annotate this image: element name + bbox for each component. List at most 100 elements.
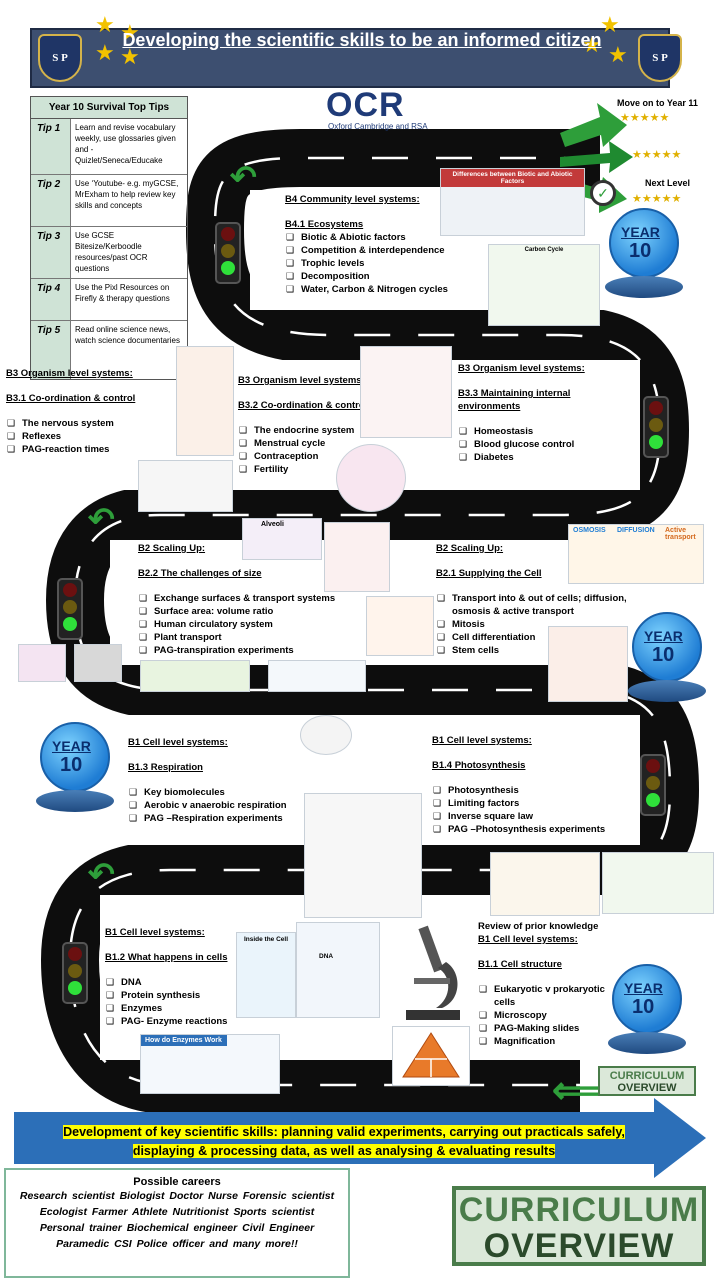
tips-heading: Year 10 Survival Top Tips — [31, 97, 187, 119]
banner-line-1: Development of key scientific skills: pl… — [63, 1125, 625, 1139]
image-caption: Alveoli — [261, 521, 284, 528]
traffic-light-icon — [62, 942, 88, 1004]
section-b1-1: Review of prior knowledge B1 Cell level … — [478, 920, 610, 1048]
topic-item: Magnification — [478, 1035, 610, 1048]
topic-item: Enzymes — [105, 1002, 245, 1015]
badge-year: YEAR — [621, 224, 660, 240]
topic-item: DNA — [105, 976, 245, 989]
section-heading: B2 Scaling Up: — [436, 543, 504, 554]
image-caption: Carbon Cycle — [524, 247, 564, 253]
topic-item: Stem cells — [436, 644, 646, 657]
badge-number: 10 — [652, 644, 675, 666]
topic-item: Surface area: volume ratio — [138, 605, 378, 618]
star-icon: ★ — [95, 40, 115, 65]
badge-number: 10 — [632, 996, 655, 1018]
curriculum-line1: CURRICULUM — [458, 1191, 700, 1229]
topic-item: Plant transport — [138, 631, 378, 644]
villi-micrograph-image — [74, 644, 122, 682]
topic-item: Mitosis — [436, 618, 646, 631]
tip-label: Tip 5 — [31, 321, 71, 379]
topic-item: Key biomolecules — [128, 786, 328, 799]
badge-year: YEAR — [52, 738, 91, 754]
section-subheading: B1.2 What happens in cells — [105, 952, 228, 963]
year-10-badge: YEAR 10 — [628, 612, 708, 712]
topic-item: Contraception — [238, 450, 388, 463]
curriculum-line2: OVERVIEW — [483, 1227, 675, 1265]
rating-stars: ★★★★★ — [632, 149, 682, 161]
topic-item: Inverse square law — [432, 810, 622, 823]
careers-box: Possible careers Research scientist Biol… — [4, 1168, 350, 1278]
section-b4: B4 Community level systems: B4.1 Ecosyst… — [285, 193, 465, 296]
stem-cells-image — [548, 626, 628, 702]
topic-item: Reflexes — [6, 430, 166, 443]
respirometer-image — [304, 793, 422, 918]
badge-year: YEAR — [624, 980, 663, 996]
traffic-light-icon — [57, 578, 83, 640]
badge-number: 10 — [60, 754, 83, 776]
microscope-icon — [392, 922, 474, 1022]
curriculum-line2: OVERVIEW — [617, 1082, 677, 1094]
endocrine-glands-image — [360, 346, 452, 438]
section-b1-3: B1 Cell level systems: B1.3 Respiration … — [128, 736, 328, 825]
topic-item: PAG-reaction times — [6, 443, 166, 456]
traffic-light-icon — [640, 754, 666, 816]
star-icon: ★ — [608, 42, 628, 67]
section-subheading: B2.2 The challenges of size — [138, 568, 262, 579]
neuron-cells-image — [366, 596, 434, 656]
section-b1-2: B1 Cell level systems: B1.2 What happens… — [105, 926, 245, 1028]
image-caption: DNA — [319, 953, 334, 960]
section-subheading: B1.1 Cell structure — [478, 959, 562, 970]
badge-number: 10 — [629, 240, 652, 262]
section-subheading: B3.1 Co-ordination & control — [6, 393, 136, 404]
ocr-logo-subtitle: Oxford Cambridge and RSA — [328, 122, 428, 131]
move-on-label: Move on to Year 11 — [617, 98, 698, 108]
next-level-label: Next Level — [645, 178, 691, 188]
topic-item: Aerobic v anaerobic respiration — [128, 799, 328, 812]
image-caption: How do Enzymes Work — [141, 1035, 227, 1046]
page-title: Learning Journey Map –Y10 biology combin… — [177, 5, 553, 24]
careers-list: Research scientist Biologist Doctor Nurs… — [19, 1190, 335, 1250]
star-icon: ★ — [120, 20, 140, 45]
rating-stars: ★★★★★ — [620, 112, 670, 124]
section-b1-4: B1 Cell level systems: B1.4 Photosynthes… — [432, 734, 622, 836]
star-icon: ★ — [95, 12, 115, 37]
curriculum-overview-link-small[interactable]: CURRICULUM OVERVIEW — [598, 1066, 696, 1096]
section-subheading: B1.4 Photosynthesis — [432, 760, 526, 771]
carbon-cycle-image: Carbon Cycle — [488, 244, 600, 326]
tip-label: Tip 3 — [31, 227, 71, 278]
section-heading: B4 Community level systems: — [285, 194, 420, 205]
school-crest-left: S P — [38, 34, 82, 82]
menstrual-cycle-image — [336, 444, 406, 512]
page-subtitle: Developing the scientific skills to be a… — [122, 30, 602, 50]
tip-text: Use GCSE Bitesize/Kerboodle resources/pa… — [75, 231, 148, 273]
section-heading: B1 Cell level systems: — [128, 737, 228, 748]
ocr-logo: OCR — [326, 86, 405, 124]
topic-item: PAG- Enzyme reactions — [105, 1015, 245, 1028]
image-caption: Active transport — [665, 527, 696, 541]
inside-cell-image: Inside the Cell — [236, 932, 296, 1018]
topic-item: Human circulatory system — [138, 618, 378, 631]
topic-item: Diabetes — [458, 451, 618, 464]
topic-item: Transport into & out of cells; diffusion… — [436, 592, 646, 618]
plant-transport-image — [140, 660, 250, 692]
banner-line-2: displaying & processing data, as well as… — [132, 1144, 556, 1158]
topic-item: Exchange surfaces & transport systems — [138, 592, 378, 605]
section-subheading: B3.3 Maintaining internal environments — [458, 388, 571, 412]
curriculum-line1: CURRICULUM — [609, 1070, 685, 1082]
curriculum-overview-link[interactable]: CURRICULUM OVERVIEW — [452, 1186, 706, 1266]
tip-text: Use the Pixl Resources on Firefly & ther… — [75, 283, 170, 303]
direction-arrow-icon: ↶ — [88, 856, 115, 892]
reflex-arc-image — [138, 460, 233, 512]
transport-diagram-image: OSMOSIS DIFFUSION Active transport — [568, 524, 704, 584]
section-subheading: B3.2 Co-ordination & control — [238, 400, 368, 411]
topic-item: The endocrine system — [238, 424, 388, 437]
topic-item: Protein synthesis — [105, 989, 245, 1002]
award-badge-icon: ✓ — [590, 180, 616, 206]
slide-making-image — [490, 852, 600, 916]
skills-banner-text: Development of key scientific skills: pl… — [34, 1123, 654, 1161]
section-subheading: B1.3 Respiration — [128, 762, 203, 773]
cell-types-image — [602, 852, 714, 914]
school-crest-right: S P — [638, 34, 682, 82]
